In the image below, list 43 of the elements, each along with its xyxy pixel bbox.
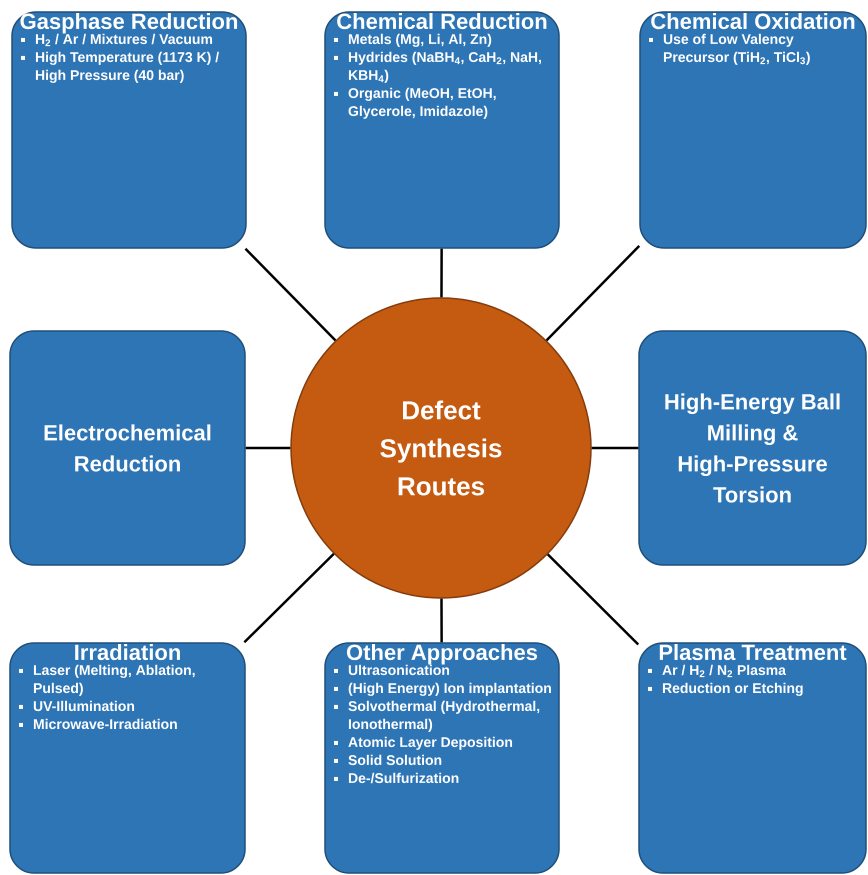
hub-circle — [290, 297, 592, 599]
bullet-item: Ar / H$_{2}$ / N$_{2}$ Plasma — [648, 664, 786, 678]
bullet-item: Solvothermal (Hydrothermal, Ionothermal) — [334, 700, 540, 732]
method-box — [639, 11, 867, 249]
bullet-item: High Temperature (1173 K) / High Pressure (40 bar) — [21, 52, 219, 83]
method-box — [324, 642, 560, 874]
bullet-item: Organic (MeOH, EtOH, Glycerole, Imidazole) — [334, 88, 496, 119]
bullet-item: Metals (Mg, Li, Al, Zn) — [334, 34, 492, 47]
connector-line — [440, 248, 443, 298]
bullet-item: De-/Sulfurization — [334, 772, 458, 784]
method-box — [9, 642, 246, 874]
connector-line — [440, 598, 443, 642]
bullet-item: Microwave-Irradiation — [19, 718, 177, 730]
connector-line — [243, 553, 335, 644]
method-box — [9, 330, 246, 566]
bullet-item: H$_{2}$ / Ar / Mixtures / Vacuum — [21, 34, 212, 46]
box-heading: High-Energy Ball Milling & High-Pressure Torsion — [665, 393, 840, 503]
box-heading: Irradiation — [75, 644, 180, 660]
bullet-item: Ultrasonication — [334, 664, 450, 676]
bullet-item: Laser (Melting, Ablation, Pulsed) — [19, 664, 195, 696]
hub-label: Defect Synthesis Routes — [380, 400, 502, 496]
method-box — [638, 642, 867, 874]
connector-line — [244, 248, 336, 342]
box-heading: Electrochemical Reduction — [44, 424, 210, 472]
method-box — [638, 330, 867, 566]
method-box — [324, 11, 560, 249]
bullet-item: Atomic Layer Deposition — [334, 736, 512, 750]
bullet-item: Solid Solution — [334, 754, 442, 766]
box-heading: Chemical Oxidation — [651, 12, 854, 30]
method-box — [11, 11, 247, 249]
bullet-item: Use of Low Valency Precursor (TiH$_{2}$, TiCl$_{3}$) — [649, 34, 810, 65]
connector-line — [592, 446, 638, 450]
connector-line — [546, 554, 640, 646]
bullet-item: UV-Illumination — [19, 700, 134, 712]
bullet-item: Hydrides (NaBH$_{4}$, CaH$_{2}$, NaH, KBH$_{4}$) — [334, 52, 541, 83]
connector-line — [546, 245, 640, 342]
connector-line — [246, 446, 290, 450]
bullet-item: Reduction or Etching — [648, 682, 803, 696]
box-heading: Gasphase Reduction — [20, 12, 238, 34]
box-heading: Plasma Treatment — [660, 644, 846, 660]
box-heading: Other Approaches — [346, 644, 538, 664]
box-heading: Chemical Reduction — [337, 12, 546, 30]
bullet-item: (High Energy) Ion implantation — [334, 682, 551, 696]
